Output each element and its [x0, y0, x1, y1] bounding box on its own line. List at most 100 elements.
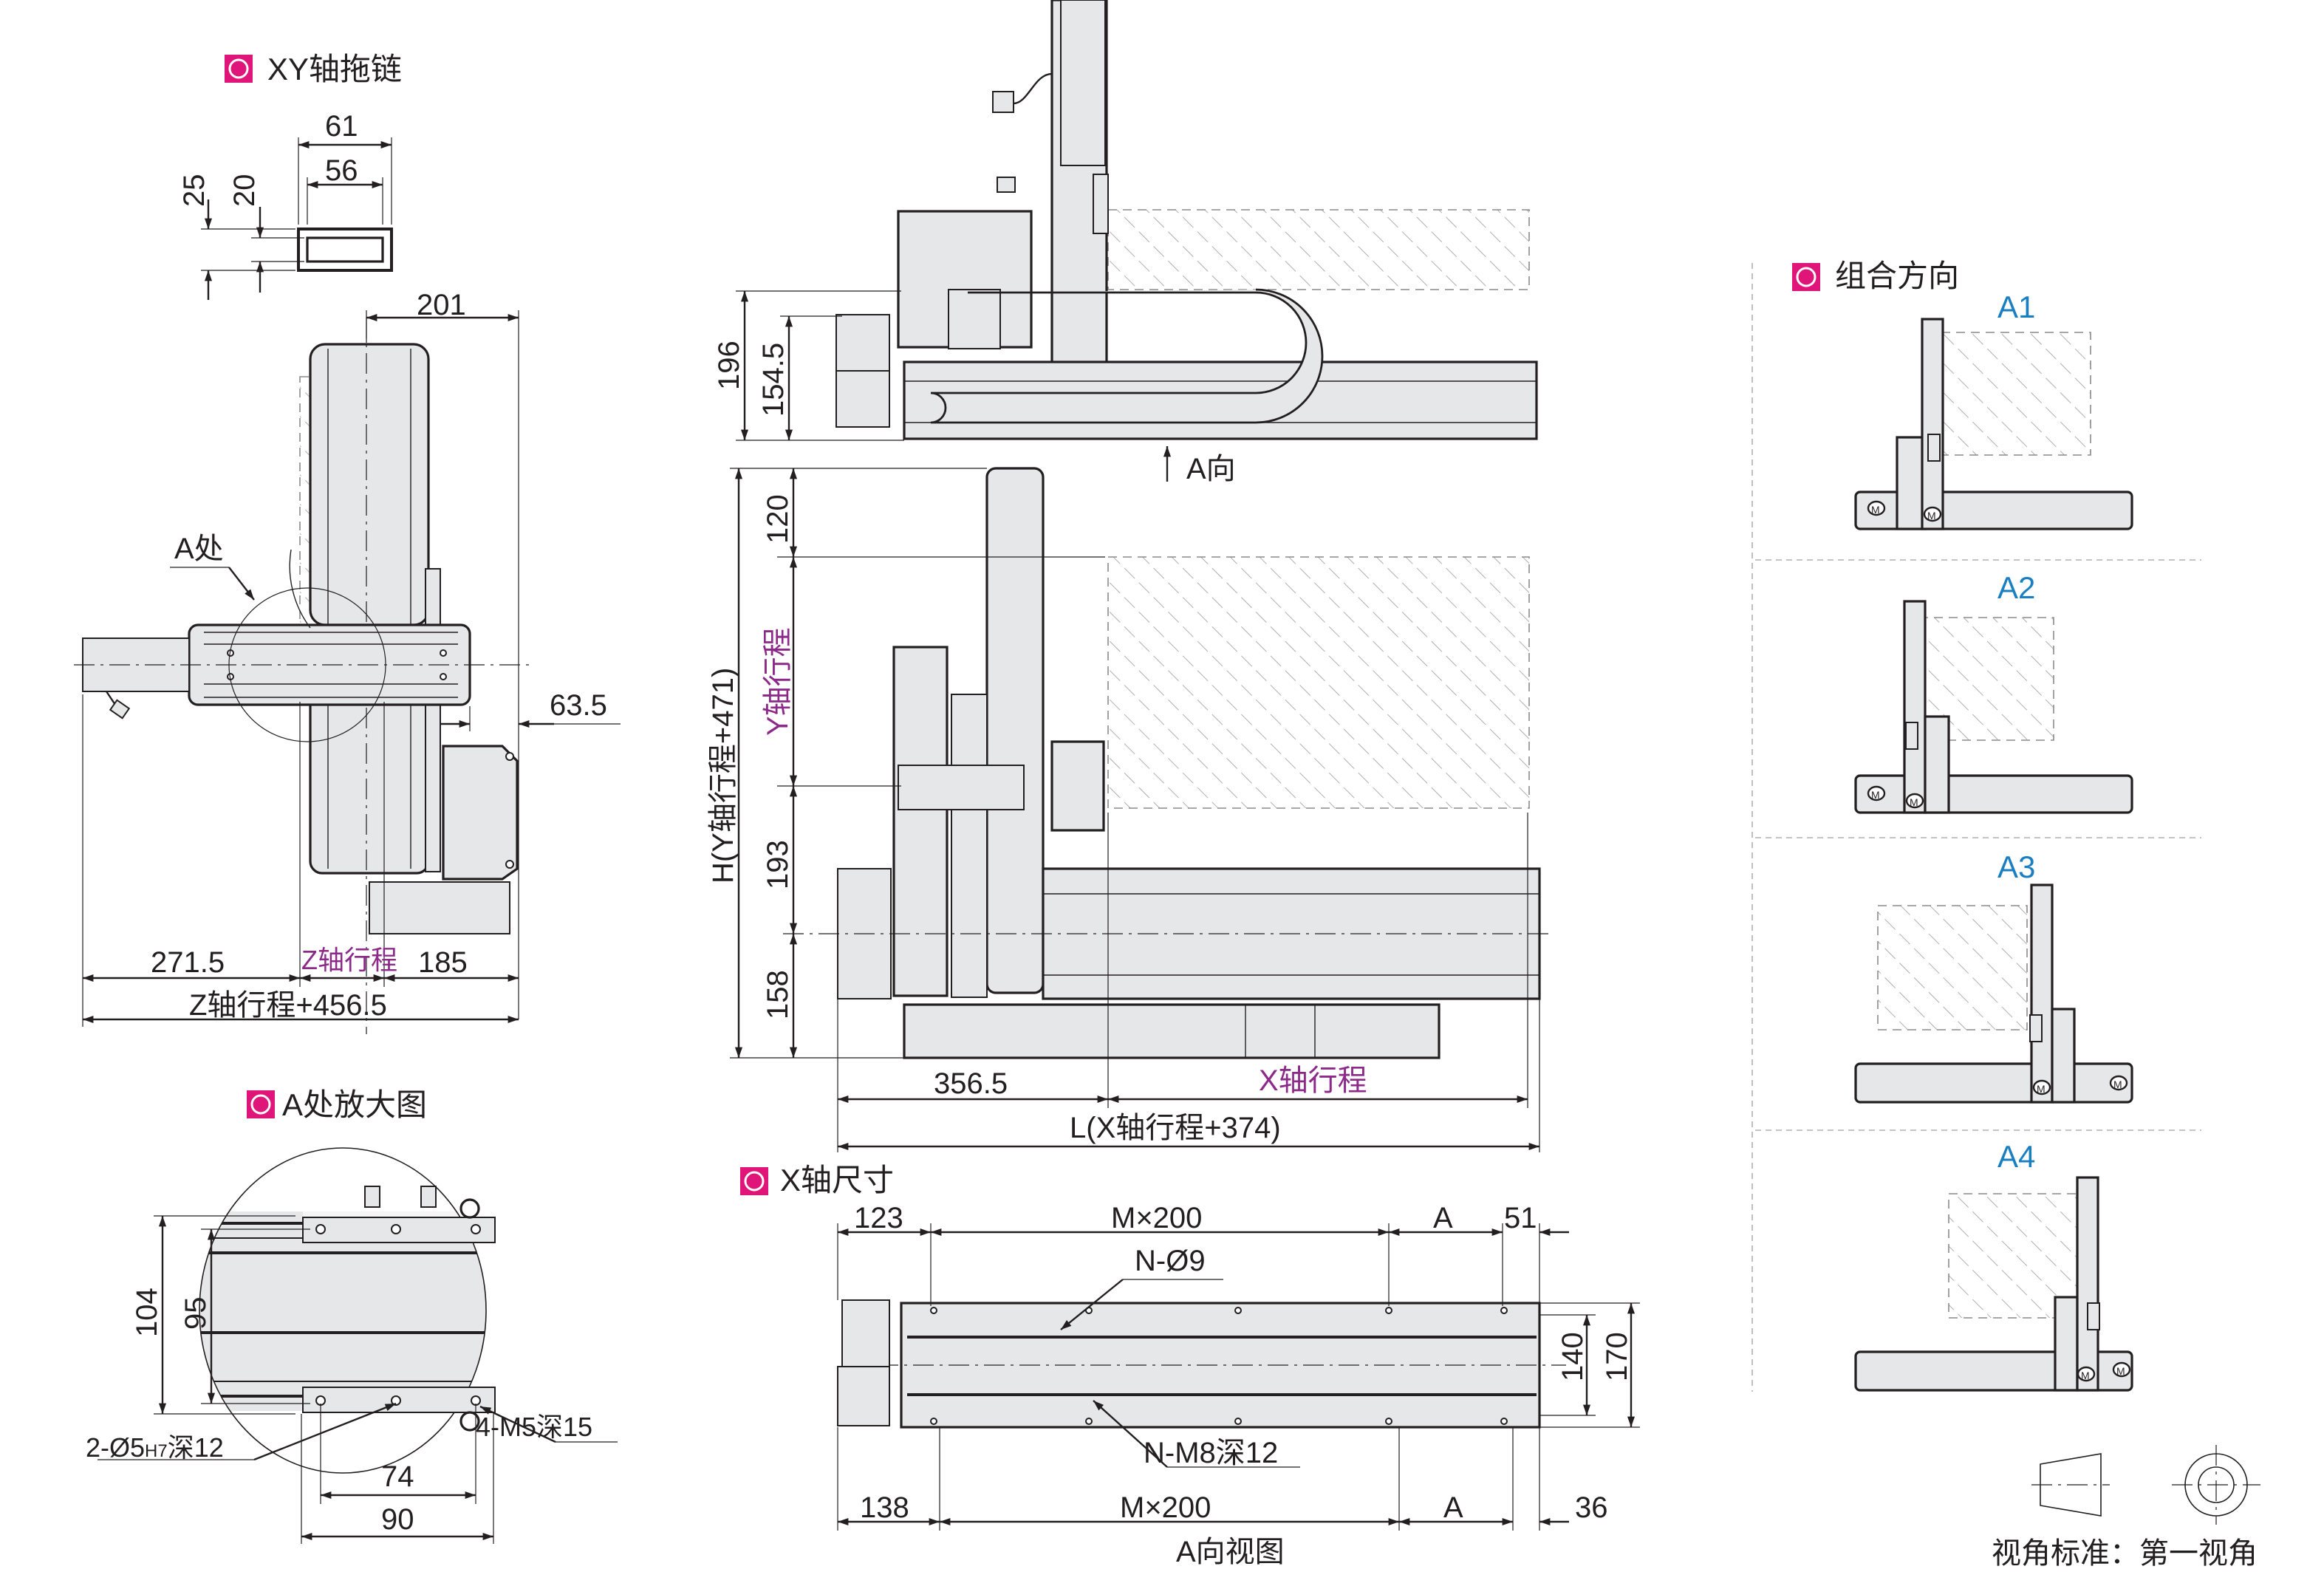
- motor-icon: M: [2032, 1079, 2051, 1095]
- dim-chain-outer-width: 61: [325, 110, 358, 143]
- dim-front-x-stroke: X轴行程: [1259, 1064, 1367, 1097]
- dim-x-top-a: A: [1433, 1202, 1453, 1234]
- note-tapped-holes-x: N-M8深12: [1144, 1437, 1278, 1469]
- note-through-holes: N-Ø9: [1135, 1245, 1206, 1277]
- a-direction-label: A向: [1186, 453, 1236, 485]
- svg-text:M: M: [1910, 796, 1918, 808]
- svg-text:M: M: [1871, 789, 1880, 801]
- section-assembly-direction: 组合方向 A1 M M A2 M M A3: [1751, 259, 2201, 1392]
- z-motor-front: [1050, 740, 1105, 832]
- detail-a-title: A处放大图: [282, 1087, 427, 1122]
- projection-label: 视角标准：第一视角: [1992, 1537, 2258, 1570]
- dim-top-h-inner: 154.5: [757, 343, 790, 417]
- section-projection: 视角标准：第一视角: [1992, 1445, 2260, 1570]
- section-side-view: A处 201 63.5 271.5 Z轴行程 185 Z轴行程+456.5: [74, 289, 621, 1034]
- svg-text:M: M: [2037, 1083, 2046, 1095]
- dim-left: 271.5: [151, 946, 225, 979]
- dim-detail-w-inner: 74: [381, 1460, 414, 1493]
- section-x-axis: X轴尺寸 123 M×200 A 51 N-Ø9 14: [740, 1163, 1640, 1568]
- motor-icon: M: [2109, 1075, 2128, 1091]
- section-marker-icon: [225, 55, 253, 83]
- x-motor-end: [841, 1299, 890, 1367]
- motor-icon: M: [2112, 1361, 2131, 1378]
- note-pin-holes: 2-Ø5H7深12: [86, 1432, 224, 1463]
- callout-a-label: A处: [174, 533, 224, 565]
- dim-front-y-stroke: Y轴行程: [762, 627, 794, 736]
- svg-text:M: M: [2081, 1370, 2090, 1381]
- dim-x-bottom-left: 138: [860, 1491, 909, 1524]
- dim-front-bottom: 158: [762, 970, 794, 1019]
- section-top-view: 196 154.5 A向: [713, 0, 1538, 485]
- dim-detail-h-outer: 104: [131, 1288, 163, 1337]
- section-marker-icon: [247, 1090, 275, 1118]
- xy-chain-title: XY轴拖链: [267, 52, 402, 86]
- motor-icon: M: [1923, 506, 1942, 522]
- assembly-option-a3: A3 M M: [1854, 850, 2133, 1104]
- x-axis-caption: A向视图: [1176, 1536, 1285, 1568]
- dim-chain-inner-width: 56: [325, 154, 358, 187]
- x-axis-title: X轴尺寸: [780, 1163, 894, 1197]
- option-label: A3: [1997, 850, 2035, 884]
- dim-chain-outer-height: 25: [178, 174, 211, 208]
- motor-icon: M: [1867, 785, 1886, 801]
- option-label: A1: [1997, 290, 2035, 324]
- svg-text:M: M: [2116, 1365, 2125, 1377]
- dim-x-bottom-pitch: M×200: [1120, 1491, 1211, 1524]
- dim-x-bottom-right: 36: [1575, 1491, 1608, 1524]
- dim-detail-h-inner: 95: [180, 1297, 212, 1330]
- motor-icon: M: [1867, 500, 1886, 516]
- top-stroke-zone: [1107, 209, 1530, 290]
- section-xy-chain: XY轴拖链 61 56 25 20: [178, 52, 402, 300]
- note-tapped-holes: 4-M5深15: [476, 1412, 592, 1442]
- dim-chain-inner-height: 20: [228, 174, 261, 208]
- dim-front-l-total: L(X轴行程+374): [1070, 1112, 1281, 1144]
- option-label: A2: [1997, 570, 2035, 605]
- dim-z-stroke: Z轴行程: [301, 945, 397, 975]
- dim-x-side-outer: 170: [1601, 1332, 1633, 1381]
- svg-text:M: M: [1927, 510, 1936, 522]
- dim-x-top-pitch: M×200: [1111, 1202, 1202, 1234]
- y-axis-vertical: [985, 467, 1045, 994]
- dim-x-side-inner: 140: [1556, 1332, 1589, 1381]
- y-motor-housing: [892, 646, 949, 997]
- assembly-option-a2: A2 M M: [1854, 570, 2133, 814]
- plate-bottom: [302, 1387, 496, 1413]
- z-motor: [442, 745, 519, 881]
- section-marker-icon: [740, 1167, 768, 1195]
- dim-offset: 63.5: [550, 689, 607, 722]
- work-area-zone: [1107, 556, 1530, 809]
- assembly-option-a1: A1 M M: [1854, 290, 2133, 530]
- chain-cross-section: [297, 228, 393, 272]
- dim-right: 185: [418, 946, 468, 979]
- detail-a-callout-circle: [228, 587, 386, 742]
- drag-chain: [930, 288, 1324, 424]
- option-label: A4: [1997, 1139, 2035, 1174]
- dim-front-left: 356.5: [934, 1067, 1008, 1100]
- dim-x-bottom-a: A: [1443, 1491, 1463, 1524]
- dim-x-top-right: 51: [1504, 1202, 1537, 1234]
- base-rail: [903, 1003, 1440, 1059]
- motor-icon: M: [2077, 1366, 2096, 1382]
- svg-text:M: M: [1871, 504, 1880, 516]
- motor-icon: M: [1905, 793, 1924, 809]
- mounting-holes: [930, 1307, 1508, 1425]
- dim-front-h-total: H(Y轴行程+471): [707, 668, 739, 883]
- dim-top-width: 201: [417, 289, 466, 321]
- dim-detail-w-outer: 90: [381, 1503, 414, 1536]
- dim-total-z: Z轴行程+456.5: [189, 989, 387, 1022]
- dim-front-top: 120: [762, 494, 794, 544]
- x-axis-body-view: [900, 1302, 1541, 1429]
- section-front-view: H(Y轴行程+471) 120 Y轴行程 193 158 356.5 X轴行程 …: [707, 467, 1551, 1152]
- section-detail-a: A处放大图 104 95: [86, 1087, 618, 1544]
- dim-x-top-left: 123: [854, 1202, 903, 1234]
- z-motor-bracket: [369, 881, 510, 934]
- assembly-option-a4: A4 M M: [1854, 1139, 2133, 1392]
- dim-front-mid: 193: [762, 840, 794, 889]
- first-angle-projection-icon: [2031, 1445, 2260, 1525]
- svg-text:M: M: [2113, 1079, 2122, 1090]
- assembly-title: 组合方向: [1835, 259, 1959, 293]
- dim-top-h-total: 196: [713, 341, 745, 390]
- slider-plate: [898, 765, 1025, 810]
